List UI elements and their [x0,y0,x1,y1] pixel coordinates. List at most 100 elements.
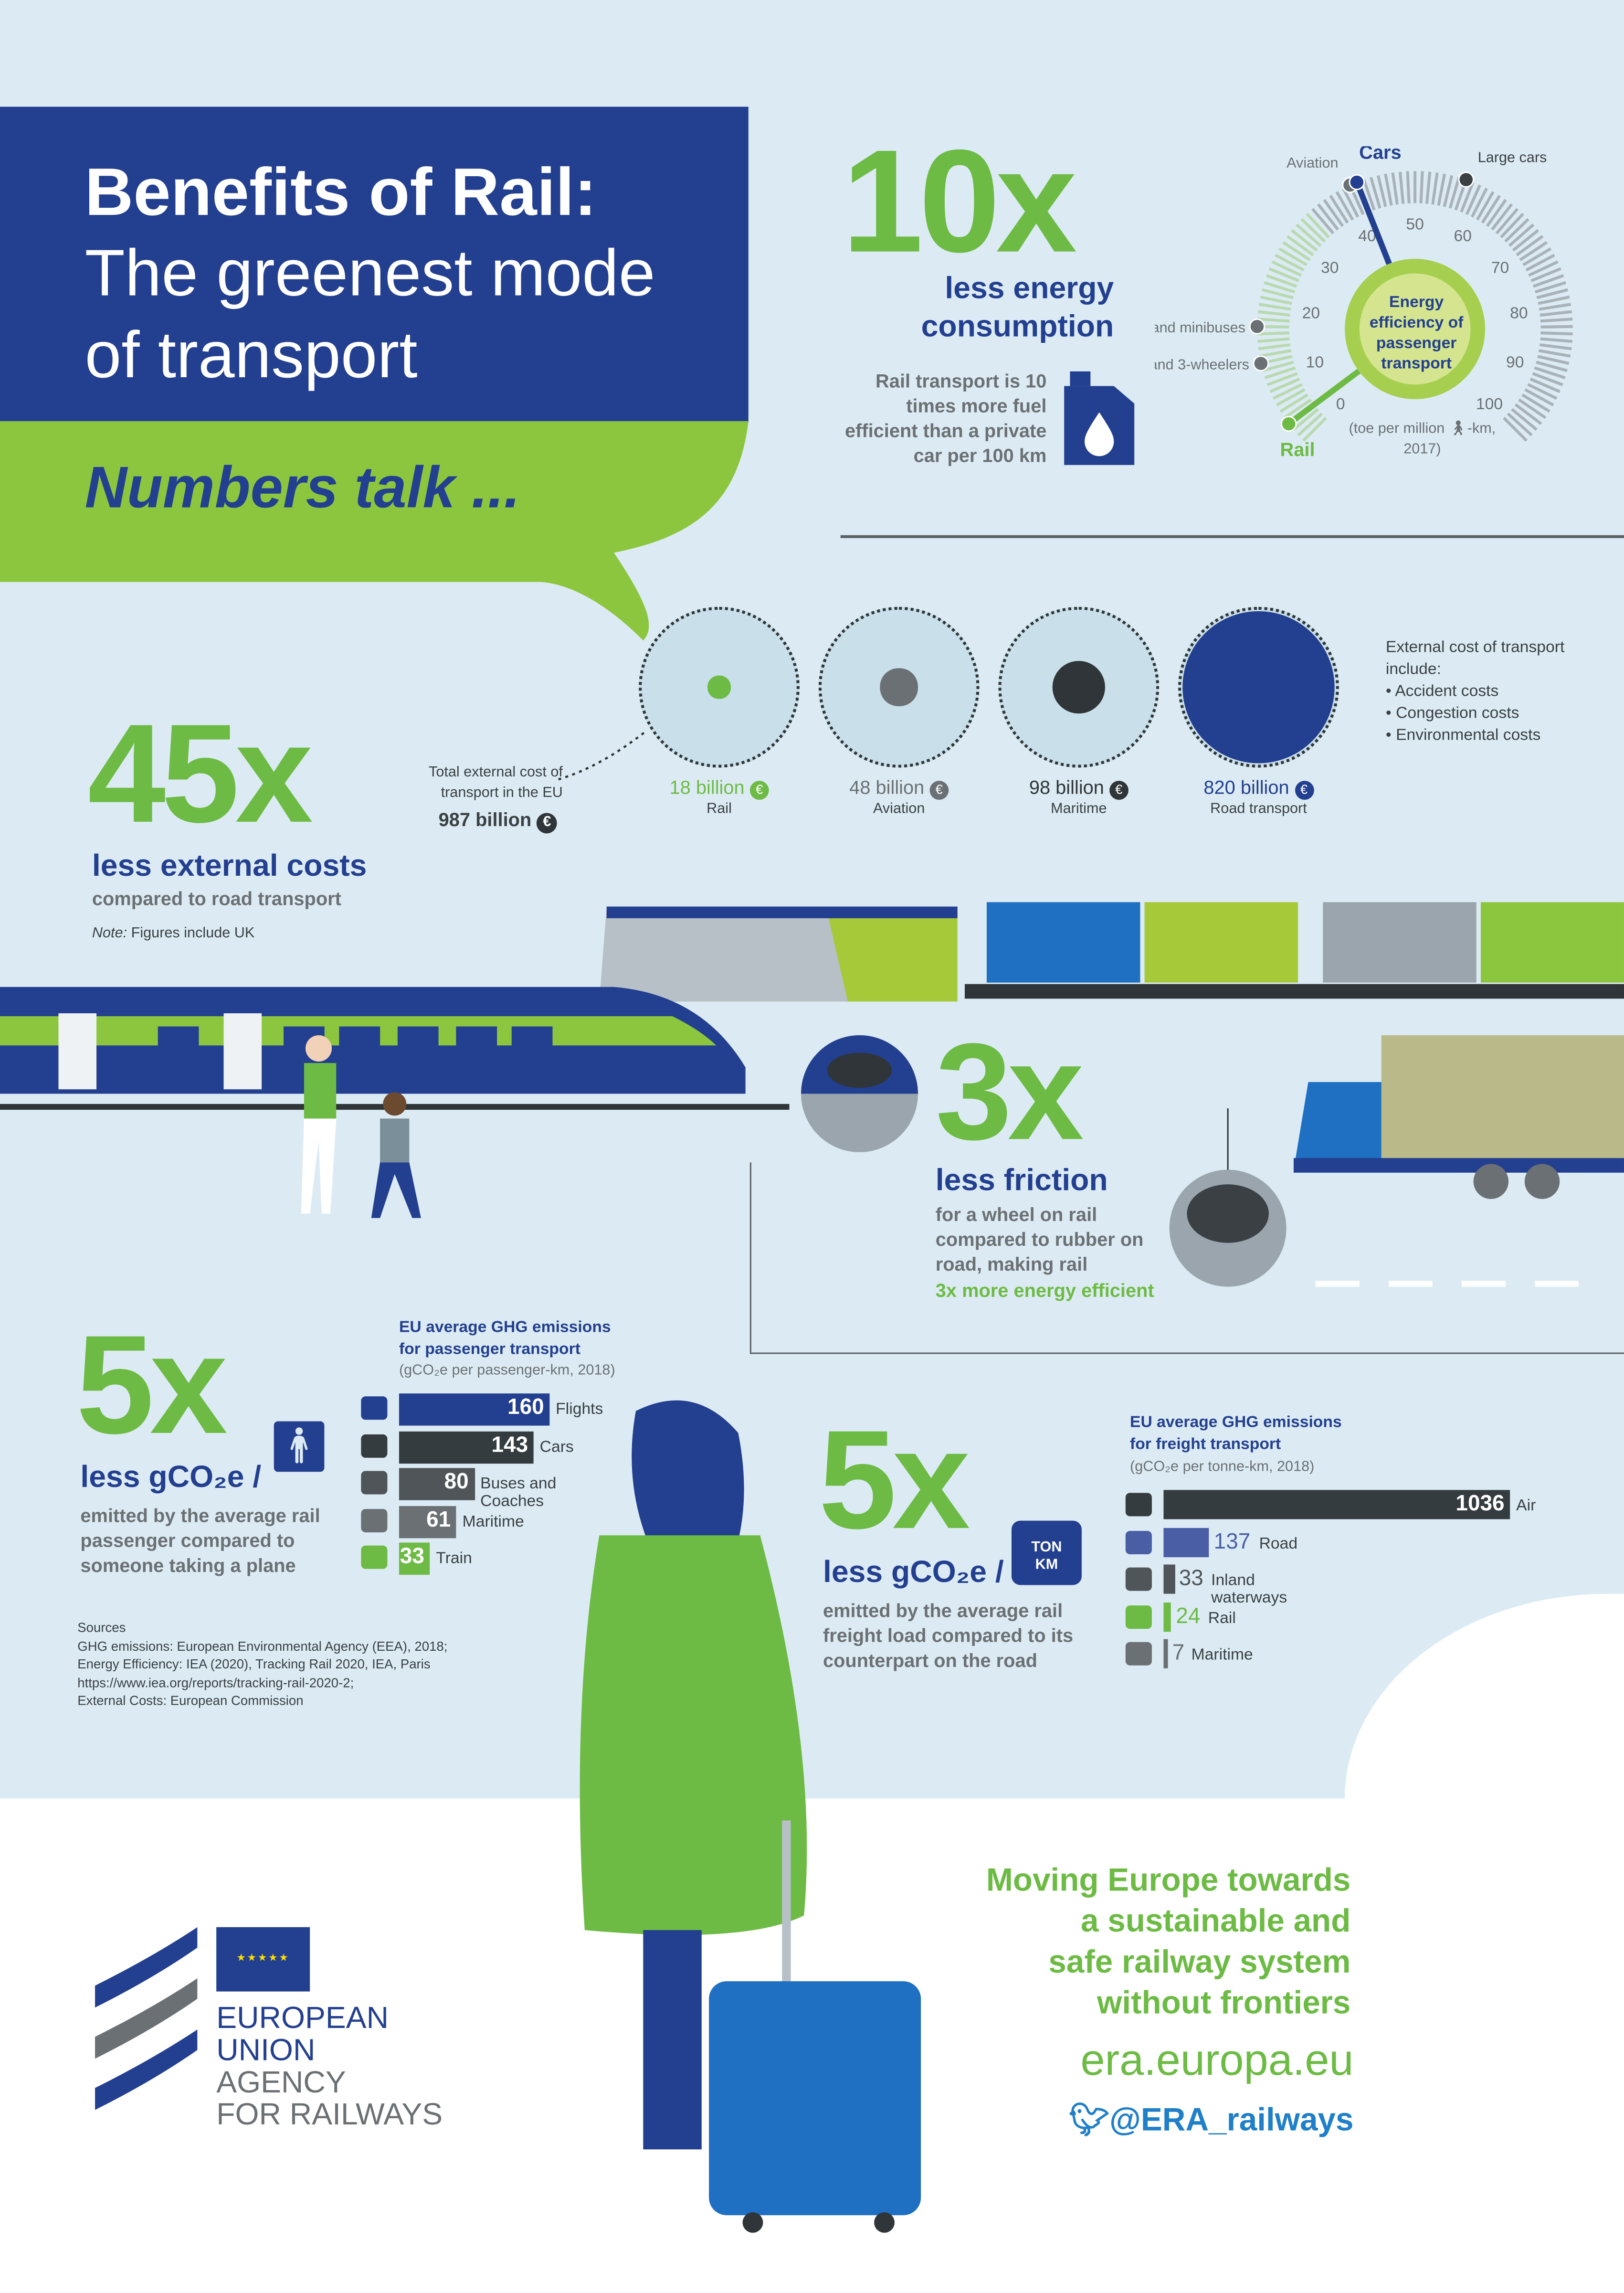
gauge-tick [1431,172,1439,205]
truck-illustration [1169,1035,1624,1287]
total-cost-label: Total external cost of transport in the … [429,764,563,802]
external-note: Note: Figures include UK [92,925,254,942]
gauge-tick [1419,171,1424,204]
gauge-center-inner [1359,273,1471,385]
website-link[interactable]: era.europa.eu [1080,2037,1354,2085]
bar-icon [1125,1642,1152,1666]
gauge-tick [1268,267,1299,283]
source-line: GHG emissions: European Environmental Ag… [77,1638,448,1653]
bar [1163,1639,1168,1668]
twitter-handle[interactable]: @ERA_railways [1109,2101,1354,2138]
gauge-marker [1458,171,1475,188]
bar-icon [1125,1493,1152,1517]
bar-icon [1125,1604,1152,1628]
gauge-tick [1524,388,1554,406]
gauge-tick-label: 80 [1510,305,1528,322]
twitter-link[interactable]: 🐦︎@ERA_railways [1023,2101,1354,2139]
cost-dot [1182,611,1335,764]
external-cost-circle [998,606,1160,768]
total-cost-amount: 987 billion [438,808,532,831]
bar-label: Maritime [1191,1646,1253,1664]
gauge-tick-label: 100 [1476,395,1503,413]
include-item-text: Accident costs [1395,683,1499,701]
bar [1163,1490,1510,1519]
bar [1163,1564,1175,1594]
person-icon: 🚹︎ [267,1420,331,1476]
gauge-tick [1443,175,1454,207]
gauge-marker-label: Cars [1359,146,1402,163]
title-line2: The greenest mode [84,235,655,310]
bar-icon [361,1396,388,1420]
bar-label: Cars [539,1438,574,1456]
km-label: KM [1035,1557,1058,1573]
bar-icon [361,1508,388,1532]
gauge-tick [1495,208,1519,234]
ton-label: TON [1031,1539,1062,1556]
gauge-tick [1518,398,1547,419]
gauge-tick [1264,281,1296,294]
friction-text: for a wheel on rail compared to rubber o… [935,1203,1144,1275]
gauge-tick [1296,223,1322,247]
gauge-unit-part2: -km, 2017) [1403,421,1496,458]
include-title: External cost of transport include: [1385,639,1565,679]
bar [399,1505,457,1538]
energy-multiplier: 10x [842,120,1077,284]
gauge-tick [1532,372,1563,386]
cost-dot [880,669,917,706]
gauge-tick [1540,318,1573,323]
gauge-tick [1258,310,1290,317]
gauge-center-label: Energy efficiency of passenger transport [1369,294,1464,373]
title-line1: Benefits of Rail: [84,153,597,230]
gauge-tick [1522,247,1552,266]
gauge-tick [1302,417,1328,442]
woman-with-suitcase-illustration [580,1400,921,2233]
source-line[interactable]: https://www.iea.org/reports/tracking-rai… [77,1675,354,1690]
bar-label: Flights [556,1401,603,1419]
gauge-tick [1398,171,1405,204]
gauge-tick [1260,295,1292,305]
gauge-tick [1271,260,1302,277]
gauge-marker-label: Aviation [1287,155,1338,171]
bar-label: Inland waterways [1211,1571,1287,1607]
include-item: • Environmental costs [1385,726,1541,744]
gauge-tick [1300,218,1326,243]
bar-label: Road [1259,1534,1298,1552]
gauge-tick [1500,212,1524,239]
bar-label: Buses and Coaches [480,1475,557,1511]
slogan-line: without frontiers [1097,1984,1351,2021]
gauge-unit-part1: (toe per million [1349,421,1445,437]
gauge-tick [1286,235,1314,256]
passenger-text: emitted by the average rail passenger co… [80,1504,320,1576]
gauge-marker [1249,318,1265,335]
cost-value: 820 billion € [1171,776,1346,800]
gauge-tick [1530,267,1561,283]
passenger-multiplier: 5x [76,1307,228,1464]
euro-icon: € [1294,781,1314,800]
tagline: Numbers talk ... [84,456,520,521]
gauge-tick [1258,303,1291,311]
gauge-tick [1425,171,1432,204]
gauge-tick [1384,173,1393,206]
era-logo-stripes [95,1927,198,2110]
external-headline: less external costs [92,849,367,883]
note-text: Figures include UK [131,925,255,942]
gauge-tick [1342,187,1360,218]
bar-value: 137 [1213,1529,1251,1554]
bar-value: 143 [491,1432,528,1457]
eu-flag-icon: ★★★★★ [216,1927,310,1992]
cost-value: 98 billion € [991,776,1166,800]
gauge-tick [1262,288,1294,299]
gauge-marker-label: Large cars [1478,149,1547,165]
energy-gauge: 0102030405060708090100Rail2- and 3-wheel… [1155,146,1573,460]
gauge-tick [1259,349,1292,358]
energy-headline: less energy consumption [921,272,1114,344]
bar-label: Maritime [462,1512,524,1530]
cost-label: Maritime [1051,801,1107,817]
gauge-tick [1527,383,1558,400]
bar-icon [361,1433,388,1457]
footer-curve [1345,1593,1624,1799]
bar-icon [1125,1567,1152,1591]
gauge-tick [1257,337,1290,343]
source-line: Energy Efficiency: IEA (2020), Tracking … [77,1656,431,1671]
gauge-tick [1534,281,1567,294]
